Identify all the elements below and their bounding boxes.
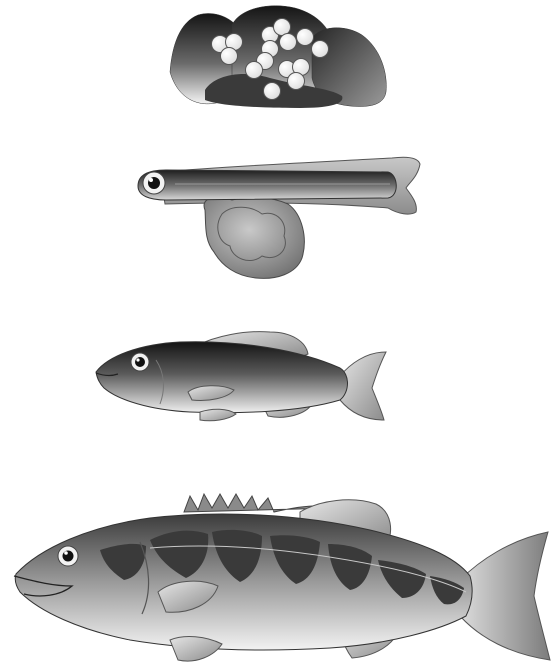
- eye-icon: [143, 172, 165, 194]
- adult-pelvic-fin: [170, 637, 222, 662]
- egg: [264, 83, 281, 100]
- eye-icon: [58, 546, 78, 566]
- egg: [246, 62, 263, 79]
- juvenile-pelvic-fin: [200, 409, 236, 421]
- larva-body: [138, 170, 396, 200]
- juvenile-body: [96, 342, 348, 413]
- egg: [288, 73, 305, 90]
- egg: [221, 48, 238, 65]
- juvenile-stage: [96, 332, 386, 421]
- egg: [280, 34, 297, 51]
- adult-tail-fin: [460, 532, 550, 660]
- egg: [312, 41, 329, 58]
- larva-stage: [138, 157, 420, 278]
- egg: [274, 19, 291, 36]
- eggs-stage: [170, 6, 386, 108]
- eye-icon: [131, 353, 149, 371]
- egg: [297, 29, 314, 46]
- adult-stage: [14, 494, 550, 661]
